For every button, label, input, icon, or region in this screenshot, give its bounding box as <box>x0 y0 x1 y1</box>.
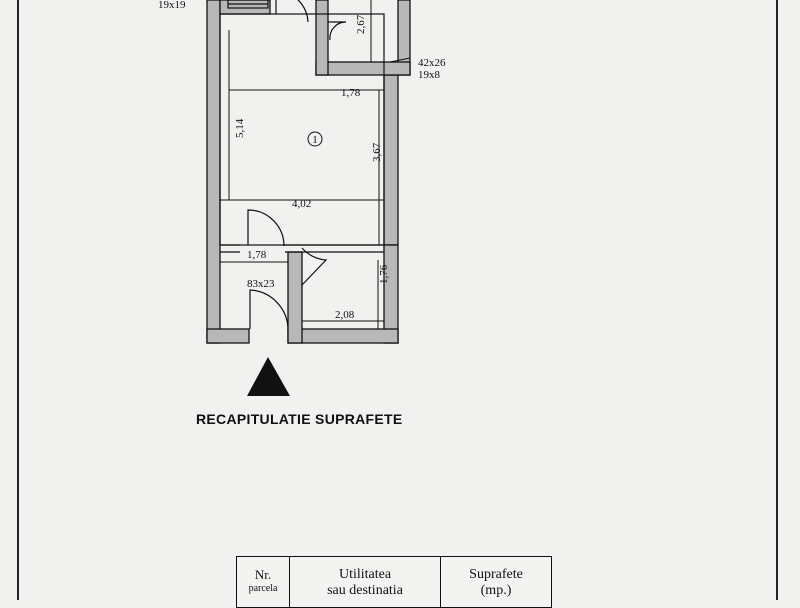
room-number-circle <box>307 131 323 147</box>
header-nr: Nr. parcela <box>236 556 290 608</box>
dim-room-width: 1,78 <box>341 87 361 99</box>
dim-hall-width: 1,78 <box>247 249 267 261</box>
door-side-arc <box>301 247 328 286</box>
window-size-right-2: 19x8 <box>418 69 441 81</box>
north-arrow-icon <box>247 357 290 396</box>
door-size: 83x23 <box>247 278 275 290</box>
wall-niche-bottom <box>315 61 411 76</box>
recap-title: RECAPITULATIE SUPRAFETE <box>196 411 403 427</box>
dim-top-right: 2,67 <box>355 14 367 34</box>
header-suprafete-line1: Suprafete <box>469 567 523 582</box>
door-middle-arc <box>247 209 285 247</box>
header-utilitatea: Utilitatea sau destinatia <box>289 556 441 608</box>
header-utilitatea-line1: Utilitatea <box>338 567 392 582</box>
dim-side-width: 2,08 <box>335 309 355 321</box>
wall-right-lower <box>383 244 399 344</box>
summary-table: Nr. parcela Utilitatea sau destinatia Su… <box>236 556 552 608</box>
dim-room-bottom: 4,02 <box>292 198 311 210</box>
dim-side-height: 1,76 <box>378 264 390 284</box>
room-number: 1 <box>312 134 318 146</box>
wall-niche-left <box>315 0 329 76</box>
window-size-right-1: 42x26 <box>418 57 446 69</box>
header-nr-sub: parcela <box>248 583 278 594</box>
header-utilitatea-line2: sau destinatia <box>327 583 403 598</box>
header-nr-title: Nr. <box>254 567 272 582</box>
wall-bottom-right <box>287 328 399 344</box>
page-border-right <box>776 0 778 600</box>
door-bottom-arc <box>249 289 289 331</box>
header-suprafete-line2: (mp.) <box>480 583 512 598</box>
header-suprafete: Suprafete (mp.) <box>440 556 552 608</box>
dim-length: 5,14 <box>234 118 246 138</box>
window-size-top-left: 19x19 <box>158 0 186 11</box>
wall-left <box>206 0 221 344</box>
page-border-left <box>17 0 19 600</box>
wall-right-main <box>383 74 399 246</box>
wall-bottom-left <box>206 328 250 344</box>
dim-height: 3,67 <box>371 142 383 162</box>
wall-partition-vertical <box>287 251 303 344</box>
door-top-arc <box>297 0 309 23</box>
